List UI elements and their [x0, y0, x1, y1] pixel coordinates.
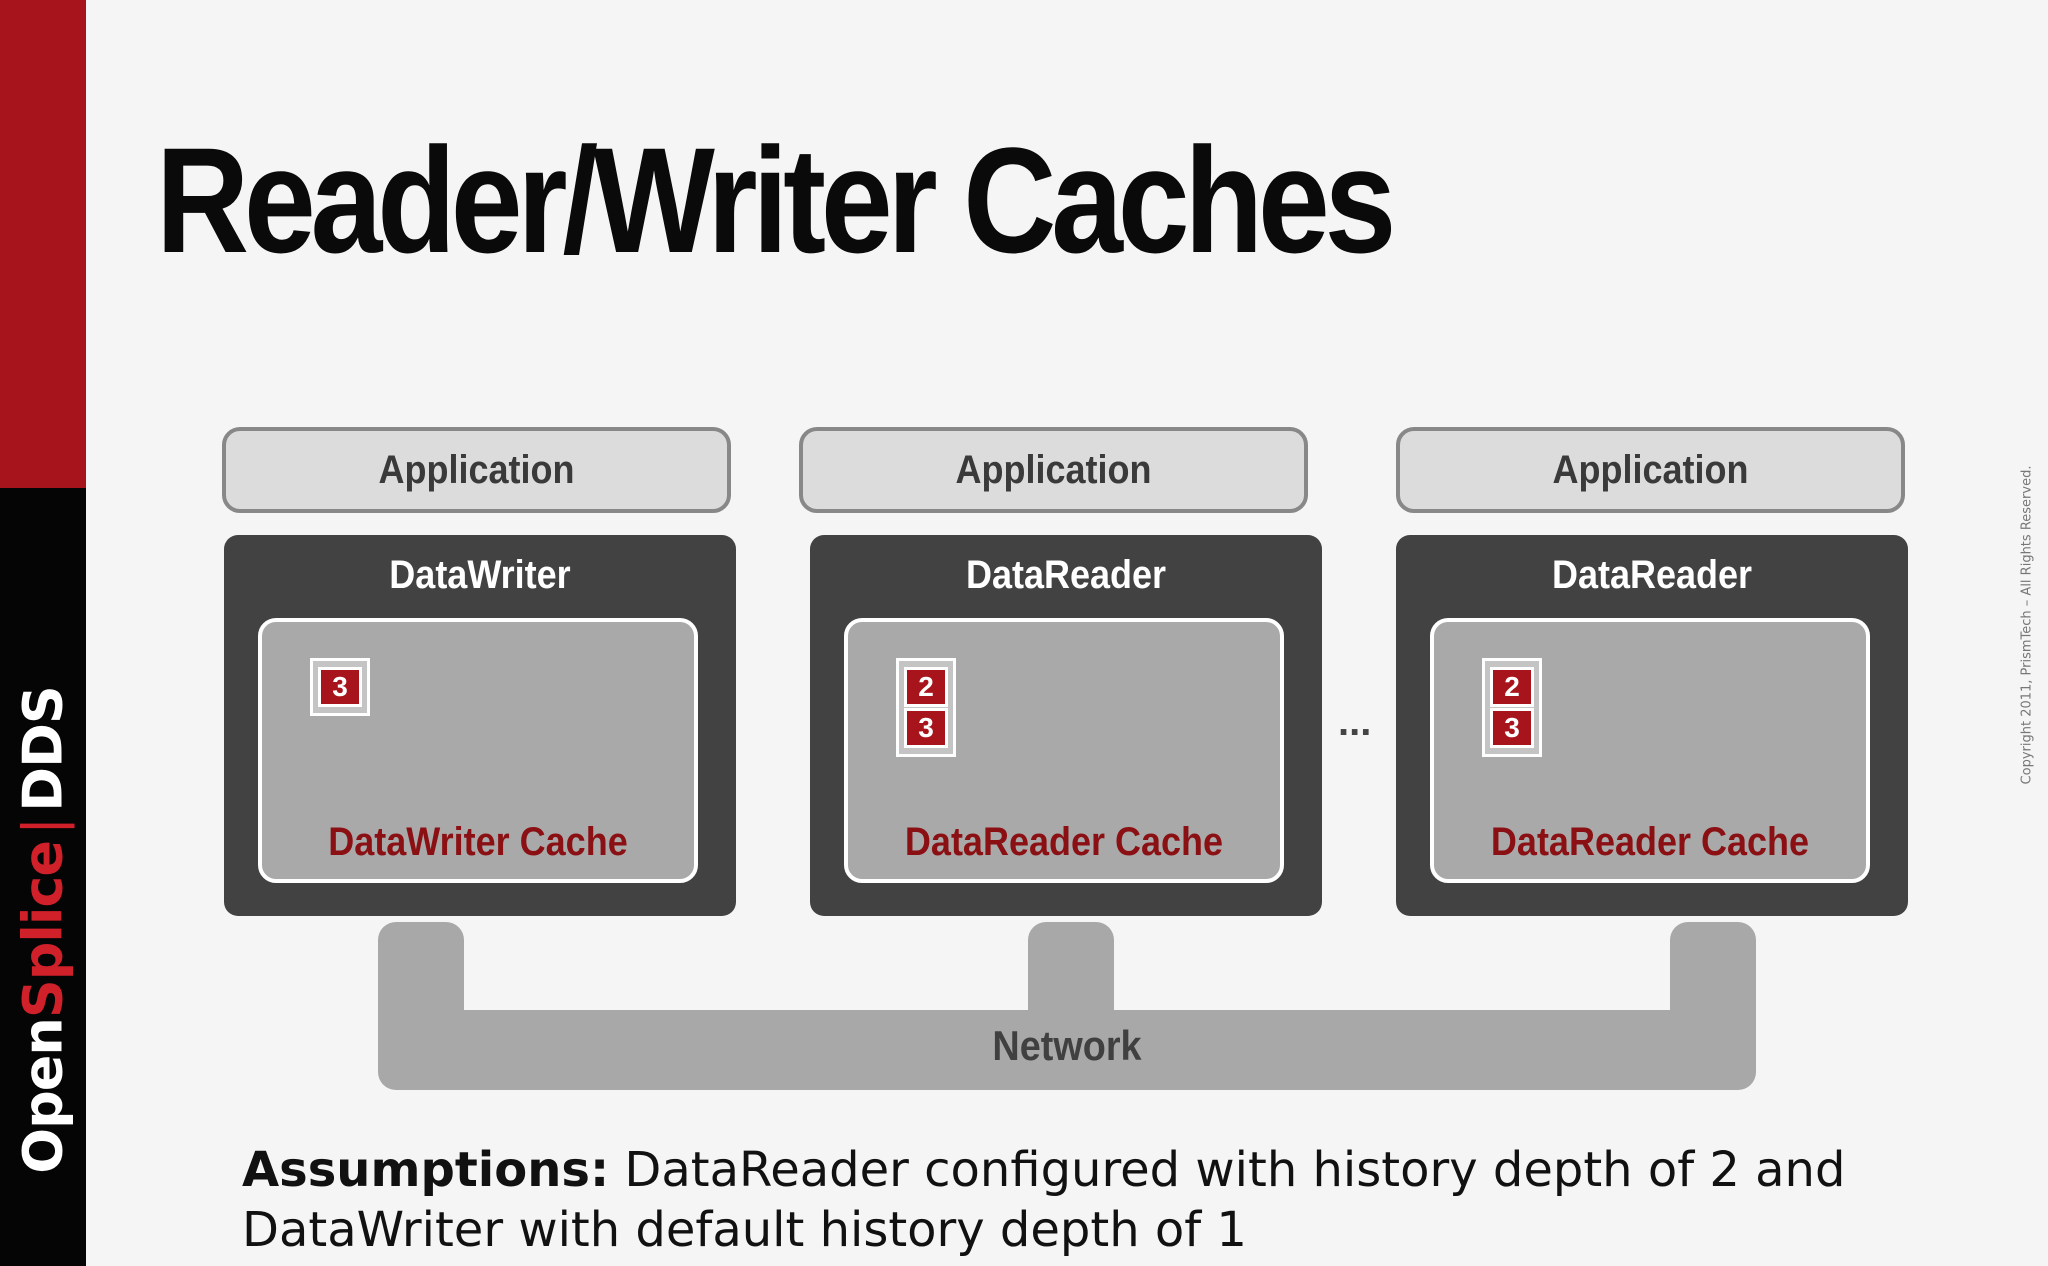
- sample-stack: 3: [310, 658, 370, 716]
- network-label: Network: [992, 1022, 1142, 1069]
- assumptions-line-1: DataReader configured with history depth…: [624, 1142, 1846, 1198]
- cache-label: DataWriter Cache: [328, 820, 628, 864]
- copyright-notice: Copyright 2011, PrismTech – All Rights R…: [2019, 465, 2035, 785]
- sample-stack: 2 3: [896, 658, 956, 757]
- sidebar-red-band: [0, 0, 86, 488]
- logo-open: Open: [11, 1018, 75, 1174]
- assumptions-label: Assumptions:: [242, 1142, 610, 1198]
- datawriter-cache: 3 DataWriter Cache: [258, 618, 698, 883]
- application-box-1: Application: [222, 427, 731, 513]
- sample-item: 3: [318, 667, 362, 707]
- application-box-3: Application: [1396, 427, 1905, 513]
- network-connector-2: [1028, 922, 1114, 1052]
- cache-label: DataReader Cache: [904, 820, 1224, 864]
- sample-item: 2: [904, 667, 948, 707]
- datareader-cache-2: 2 3 DataReader Cache: [1430, 618, 1870, 883]
- datareader-cache-1: 2 3 DataReader Cache: [844, 618, 1284, 883]
- network-connector-1: [378, 922, 464, 1052]
- datawriter-box: DataWriter 3 DataWriter Cache: [224, 535, 736, 916]
- datareader-box-1: DataReader 2 3 DataReader Cache: [810, 535, 1322, 916]
- application-label: Application: [1552, 447, 1749, 492]
- entity-title: DataWriter: [389, 553, 571, 597]
- application-label: Application: [378, 447, 575, 492]
- application-label: Application: [955, 447, 1152, 492]
- sample-item: 3: [1490, 708, 1534, 748]
- assumptions-text: Assumptions: DataReader configured with …: [242, 1140, 1942, 1260]
- sample-item: 3: [904, 708, 948, 748]
- sample-stack: 2 3: [1482, 658, 1542, 757]
- ellipsis: ...: [1338, 700, 1372, 744]
- entity-title: DataReader: [1551, 553, 1753, 597]
- logo-separator: |: [11, 817, 75, 835]
- network-connector-3: [1670, 922, 1756, 1052]
- datareader-box-2: DataReader 2 3 DataReader Cache: [1396, 535, 1908, 916]
- logo-dds: DDS: [11, 686, 75, 812]
- cache-label: DataReader Cache: [1490, 820, 1810, 864]
- assumptions-line-2: DataWriter with default history depth of…: [242, 1202, 1247, 1258]
- logo-splice: Splice: [11, 840, 75, 1019]
- entity-title: DataReader: [965, 553, 1167, 597]
- sidebar-black-band: [0, 488, 86, 1266]
- sample-item: 2: [1490, 667, 1534, 707]
- application-box-2: Application: [799, 427, 1308, 513]
- opensplice-dds-logo: OpenSplice | DDS: [12, 686, 75, 1174]
- slide-title: Reader/Writer Caches: [156, 116, 1396, 284]
